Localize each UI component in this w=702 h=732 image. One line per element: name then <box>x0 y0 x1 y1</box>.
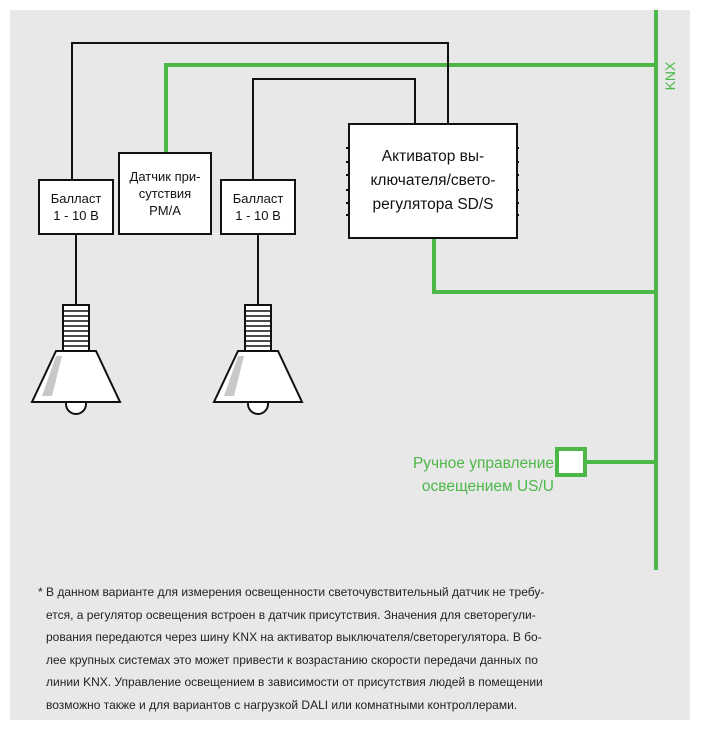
lamp-1-icon <box>30 304 122 415</box>
actuator-label-3: регулятора SD/S <box>372 196 494 213</box>
ballast-2-spec: 1 - 10 В <box>235 208 281 223</box>
ballast-1-spec: 1 - 10 В <box>53 208 99 223</box>
footnote-line-6: возможно также и для вариантов с нагрузк… <box>46 697 518 712</box>
footnote-line-2: ется, а регулятор освещения встроен в да… <box>46 607 536 622</box>
knx-bus-label: KNX <box>662 61 678 91</box>
ballast-2-label: Балласт <box>232 191 284 206</box>
footnote-line-5: линии KNX. Управление освещением в завис… <box>46 675 543 689</box>
presence-sensor-label-2: сутствия <box>138 186 192 201</box>
footnote: * В данном варианте для измерения освеще… <box>38 581 680 716</box>
footnote-line-1: * В данном варианте для измерения освеще… <box>38 585 545 599</box>
ballast-1-label: Балласт <box>50 191 102 206</box>
manual-control-device <box>555 447 587 477</box>
wiring-diagram <box>30 10 658 570</box>
manual-control-label: Ручное управление освещением US/U <box>360 452 554 498</box>
actuator-label-2: ключателя/свето- <box>370 172 496 189</box>
presence-sensor-model: PM/A <box>149 203 181 218</box>
ballast-2-box: Балласт 1 - 10 В <box>220 179 296 235</box>
wire-actuator-to-ballast-2 <box>252 78 416 180</box>
lamp-2-icon <box>212 304 304 415</box>
actuator-bus-connection <box>432 238 656 294</box>
switch-dimmer-actuator-box: Активатор вы- ключателя/свето- регулятор… <box>348 123 518 239</box>
sensor-bus-connection <box>164 63 656 153</box>
ballast-1-box: Балласт 1 - 10 В <box>38 179 114 235</box>
actuator-label-1: Активатор вы- <box>381 148 485 165</box>
footnote-line-3: рования передаются через шину KNX на акт… <box>46 630 542 644</box>
presence-sensor-label-1: Датчик при- <box>129 169 201 184</box>
manual-control-label-2: освещением US/U <box>421 478 554 495</box>
presence-sensor-box: Датчик при- сутствия PM/A <box>118 152 212 235</box>
footnote-line-4: лее крупных системах это может привести … <box>46 652 538 667</box>
manual-control-label-1: Ручное управление <box>412 455 554 472</box>
diagram-panel: KNX Балласт 1 - 10 В Датчик при- сутстви… <box>10 10 690 720</box>
wire-actuator-to-ballast-1 <box>71 42 449 180</box>
